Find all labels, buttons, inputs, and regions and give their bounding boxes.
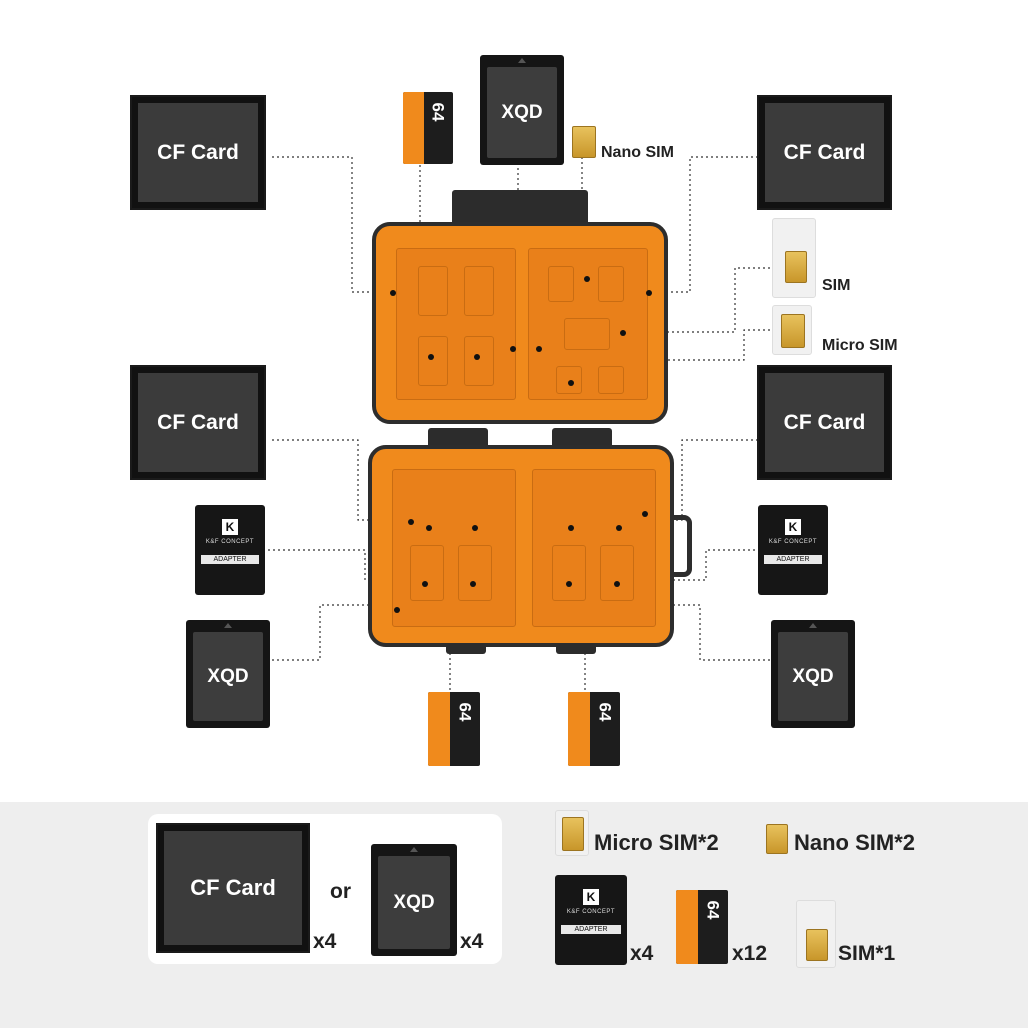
cf-card-top-left: CF Card [130, 95, 266, 210]
slot [464, 336, 494, 386]
legend-micro-sd-count: x12 [732, 942, 768, 965]
legend-nano-sim-label: Nano SIM*2 [794, 830, 916, 855]
xqd-card-label: XQD [778, 632, 848, 721]
case-hinge-right [552, 428, 612, 450]
xqd-card-left: XQD [186, 620, 270, 728]
sd-adapter-label: ADAPTER [201, 555, 259, 564]
case-top-latch [452, 190, 588, 226]
micro-sim-card [772, 305, 812, 355]
cf-card-label: CF Card [765, 373, 884, 472]
case-top-lid [372, 222, 668, 424]
legend-xqd-label: XQD [378, 856, 450, 949]
case-bottom-base [368, 445, 674, 647]
sim-card [772, 218, 816, 298]
sim-chip [766, 824, 788, 854]
micro-sd-capacity: 64 [428, 102, 448, 122]
sd-adapter-label: ADAPTER [764, 555, 822, 564]
sim-chip [806, 929, 828, 961]
legend-sim-card [796, 900, 836, 968]
sim-chip [781, 314, 805, 348]
slot [598, 266, 624, 302]
nano-sim-card [572, 126, 596, 158]
legend-micro-sim-card [555, 810, 589, 856]
legend-or-text: or [330, 880, 351, 903]
legend-cf-card: CF Card [156, 823, 310, 953]
slot [564, 318, 610, 350]
slot [396, 248, 516, 400]
legend-micro-sim-label: Micro SIM*2 [594, 830, 719, 855]
slot [600, 545, 634, 601]
cf-card-label: CF Card [765, 103, 884, 202]
sim-chip [785, 251, 807, 283]
slot [598, 366, 624, 394]
cf-card-mid-left: CF Card [130, 365, 266, 480]
xqd-card-top: XQD [480, 55, 564, 165]
sd-brand: K&F CONCEPT [768, 539, 818, 545]
micro-sd-card-bottom-left: 64 [428, 692, 480, 766]
micro-sd-card-bottom-right: 64 [568, 692, 620, 766]
case-foot-left [446, 644, 486, 654]
micro-sd-capacity: 64 [703, 900, 723, 920]
sd-card-left: K K&F CONCEPT ADAPTER [195, 505, 265, 595]
slot [548, 266, 574, 302]
legend-sd-count: x4 [630, 942, 654, 965]
slot [552, 545, 586, 601]
xqd-notch [410, 847, 418, 852]
legend-micro-sd-card: 64 [676, 890, 728, 964]
xqd-notch [224, 623, 232, 628]
cf-card-top-right: CF Card [757, 95, 892, 210]
sim-chip [562, 817, 584, 851]
xqd-card-label: XQD [193, 632, 263, 721]
slot [418, 266, 448, 316]
sim-chip [572, 126, 596, 158]
sd-brand: K&F CONCEPT [205, 539, 255, 545]
sd-card-right: K K&F CONCEPT ADAPTER [758, 505, 828, 595]
case-hinge-left [428, 428, 488, 450]
legend-xqd-card: XQD [371, 844, 457, 956]
nano-sim-label: Nano SIM [601, 144, 674, 161]
micro-sim-label: Micro SIM [822, 337, 898, 354]
cf-card-label: CF Card [138, 103, 258, 202]
micro-sd-capacity: 64 [595, 702, 615, 722]
micro-sd-card-top: 64 [403, 92, 453, 164]
legend-sim-label: SIM*1 [838, 942, 896, 965]
kf-k-icon: K [222, 519, 238, 535]
sim-label: SIM [822, 277, 851, 294]
cf-card-label: CF Card [138, 373, 258, 472]
xqd-notch [518, 58, 526, 63]
xqd-card-label: XQD [487, 67, 557, 158]
sd-brand: K&F CONCEPT [566, 909, 616, 915]
legend-cf-label: CF Card [164, 831, 302, 945]
slot [532, 469, 656, 627]
slot [458, 545, 492, 601]
cf-card-mid-right: CF Card [757, 365, 892, 480]
xqd-card-right: XQD [771, 620, 855, 728]
legend-nano-sim-card [766, 824, 788, 854]
case-handle [672, 515, 692, 577]
case-foot-right [556, 644, 596, 654]
kf-k-icon: K [785, 519, 801, 535]
xqd-notch [809, 623, 817, 628]
micro-sd-capacity: 64 [455, 702, 475, 722]
legend-sd-card: K K&F CONCEPT ADAPTER [555, 875, 627, 965]
kf-k-icon: K [583, 889, 599, 905]
slot [418, 336, 448, 386]
legend-xqd-count: x4 [460, 930, 484, 953]
slot [410, 545, 444, 601]
sd-adapter-label: ADAPTER [561, 925, 621, 934]
slot [464, 266, 494, 316]
legend-cf-count: x4 [313, 930, 337, 953]
